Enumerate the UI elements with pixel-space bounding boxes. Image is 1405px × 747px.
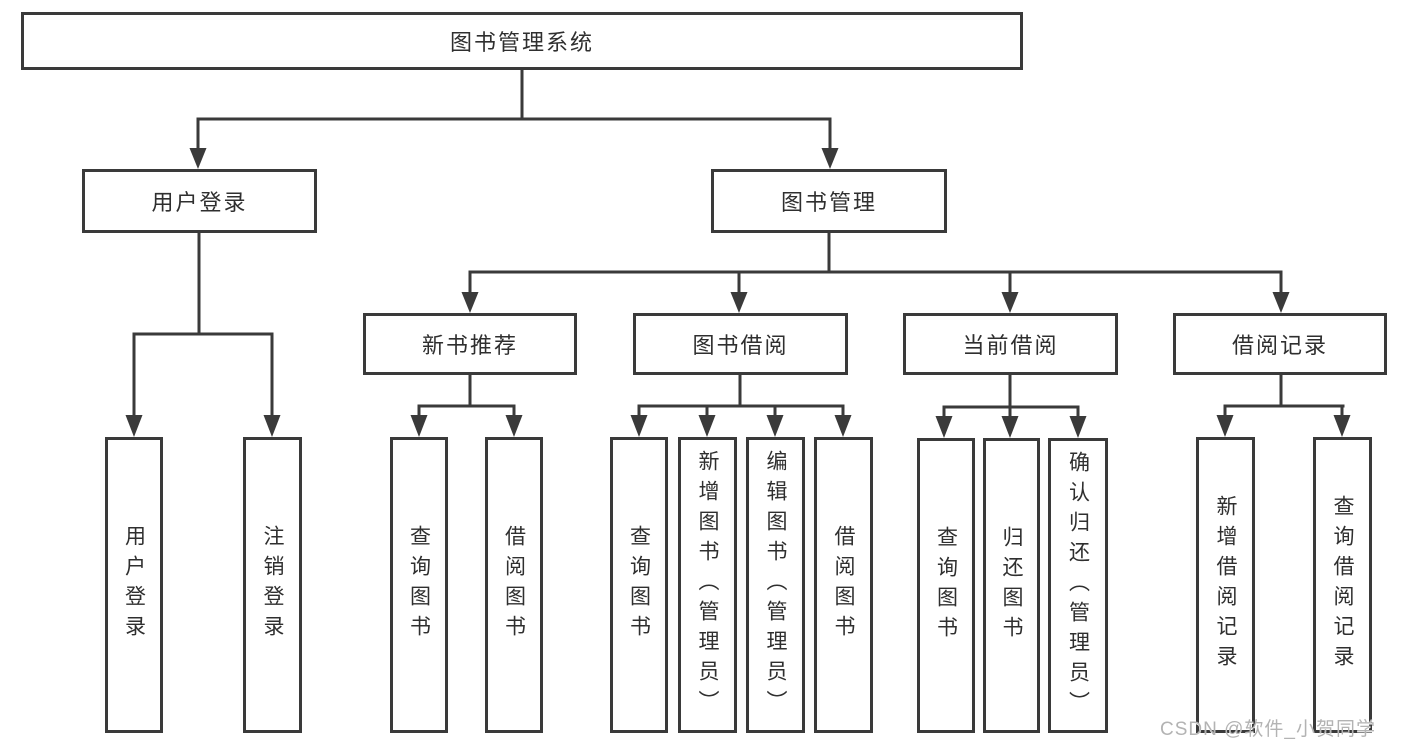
- node-root: 图书管理系统: [21, 12, 1023, 70]
- edge-current-borrow-to-children: [935, 375, 1087, 438]
- leaf-bb-add-books-admin: 新增图书（管理员）: [678, 437, 737, 733]
- leaf-br-query-record: 查询借阅记录: [1313, 437, 1372, 733]
- node-current-borrow: 当前借阅: [903, 313, 1118, 375]
- edge-borrow-record-to-children: [1216, 375, 1351, 437]
- leaf-logout: 注销登录: [243, 437, 302, 733]
- node-new-book-rec: 新书推荐: [363, 313, 577, 375]
- edge-book-borrow-to-children: [630, 375, 852, 437]
- node-user-login: 用户登录: [82, 169, 317, 233]
- leaf-cb-confirm-return-admin: 确认归还（管理员）: [1048, 438, 1108, 733]
- node-book-mgmt: 图书管理: [711, 169, 947, 233]
- edge-book-mgmt-to-children: [461, 233, 1290, 313]
- leaf-bb-query-books: 查询图书: [610, 437, 668, 733]
- leaf-cb-query-books: 查询图书: [917, 438, 975, 733]
- edge-new-book-rec-to-children: [410, 375, 523, 437]
- csdn-watermark: CSDN @软件_小贺同学: [1160, 719, 1376, 740]
- leaf-nb-borrow-books: 借阅图书: [485, 437, 543, 733]
- leaf-user-login: 用户登录: [105, 437, 163, 733]
- edge-root-to-children: [189, 70, 839, 169]
- leaf-cb-return-books: 归还图书: [983, 438, 1040, 733]
- leaf-nb-query-books: 查询图书: [390, 437, 448, 733]
- node-book-borrow: 图书借阅: [633, 313, 848, 375]
- edge-user-login-to-children: [125, 233, 281, 437]
- leaf-bb-edit-books-admin: 编辑图书（管理员）: [746, 437, 805, 733]
- node-borrow-record: 借阅记录: [1173, 313, 1387, 375]
- leaf-br-add-record: 新增借阅记录: [1196, 437, 1255, 733]
- leaf-bb-borrow-books: 借阅图书: [814, 437, 873, 733]
